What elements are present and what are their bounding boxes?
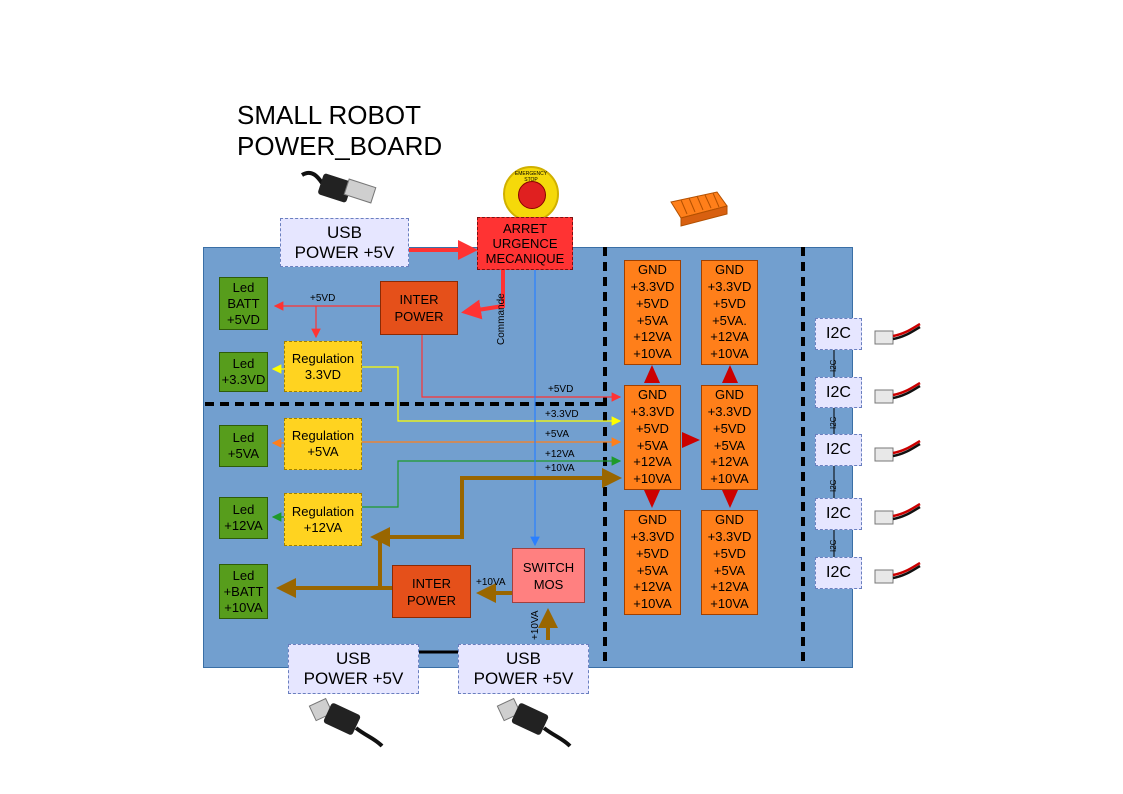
- wire-label-33vd: +3.3VD: [545, 409, 579, 420]
- emergency-stop-label: EMERGENCY STOP: [514, 171, 548, 183]
- regulation-5va: Regulation +5VA: [284, 418, 362, 470]
- led-batt-10va: Led +BATT +10VA: [219, 564, 268, 619]
- emergency-stop-box: ARRET URGENCE MECANIQUE: [477, 217, 573, 270]
- led-12va: Led +12VA: [219, 497, 268, 539]
- regulation-33vd: Regulation 3.3VD: [284, 341, 362, 392]
- usb-power-bottom-right: USB POWER +5V: [458, 644, 589, 694]
- wire-label-commande: Commande: [496, 293, 507, 345]
- led-batt-5vd: Led BATT +5VD: [219, 277, 268, 330]
- led-5va: Led +5VA: [219, 425, 268, 467]
- wire-label-12va: +12VA: [545, 449, 575, 460]
- i2c-port: I2C: [815, 557, 862, 589]
- wire-label-10va: +10VA: [545, 463, 575, 474]
- wire-label-10va-vertical: +10VA: [530, 610, 541, 640]
- i2c-link-label: I2C: [829, 359, 838, 372]
- usb-power-bottom-left: USB POWER +5V: [288, 644, 419, 694]
- terminal-block-icon: [670, 191, 728, 227]
- emergency-stop-icon: EMERGENCY STOP: [503, 166, 559, 222]
- i2c-link-label: I2C: [829, 479, 838, 492]
- usb-plug-bottom-right-icon: [496, 697, 572, 748]
- regulation-12va: Regulation +12VA: [284, 493, 362, 546]
- connector-block: GND +3.3VD +5VD +5VA. +12VA +10VA: [701, 260, 758, 365]
- inter-power-bottom: INTER POWER: [392, 565, 471, 618]
- i2c-link-label: I2C: [829, 539, 838, 552]
- i2c-port: I2C: [815, 377, 862, 408]
- connector-block: GND +3.3VD +5VD +5VA +12VA +10VA: [624, 260, 681, 365]
- i2c-port: I2C: [815, 434, 862, 466]
- i2c-port: I2C: [815, 318, 862, 350]
- wire-label-5vd-top: +5VD: [310, 293, 336, 304]
- inter-power-top: INTER POWER: [380, 281, 458, 335]
- connector-block: GND +3.3VD +5VD +5VA +12VA +10VA: [701, 510, 758, 615]
- wire-label-5va: +5VA: [545, 429, 569, 440]
- i2c-link-label: I2C: [829, 416, 838, 429]
- wire-label-5vd: +5VD: [548, 384, 574, 395]
- wire-label-10va-switch: +10VA: [476, 577, 506, 588]
- connector-block: GND +3.3VD +5VD +5VA +12VA +10VA: [701, 385, 758, 490]
- i2c-cable-icons: [874, 322, 921, 584]
- connector-block: GND +3.3VD +5VD +5VA +12VA +10VA: [624, 385, 681, 490]
- usb-plug-icon: [300, 170, 377, 204]
- switch-mos: SWITCH MOS: [512, 548, 585, 603]
- led-33vd: Led +3.3VD: [219, 352, 268, 392]
- i2c-port: I2C: [815, 498, 862, 530]
- page-title: SMALL ROBOT POWER_BOARD: [237, 100, 443, 161]
- usb-power-top: USB POWER +5V: [280, 218, 409, 267]
- usb-plug-bottom-left-icon: [308, 697, 384, 748]
- connector-block: GND +3.3VD +5VD +5VA +12VA +10VA: [624, 510, 681, 615]
